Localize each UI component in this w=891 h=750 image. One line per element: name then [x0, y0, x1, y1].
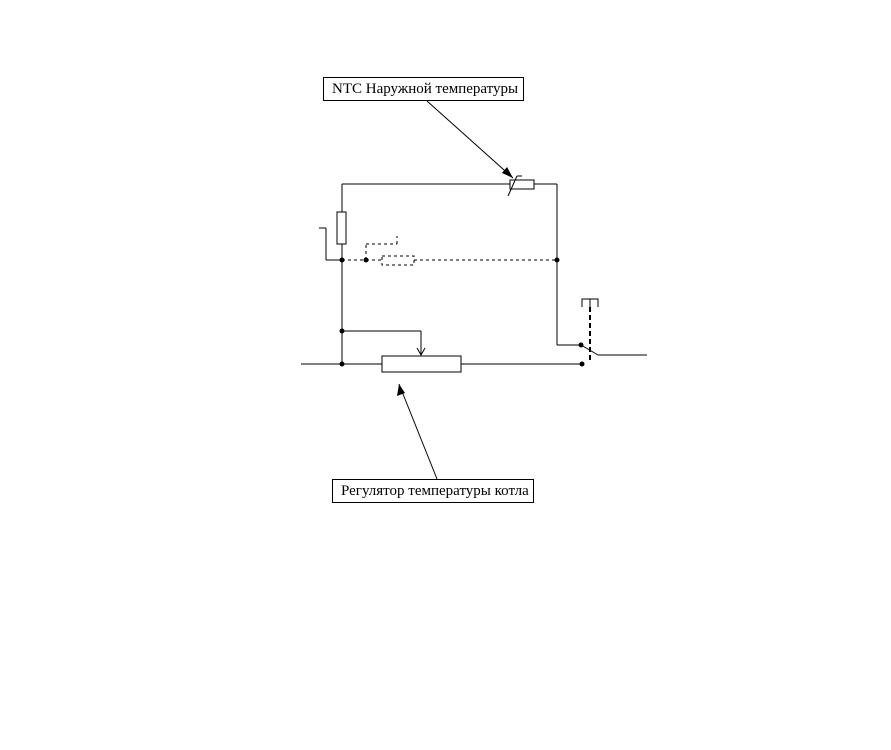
- boiler-leader-arrowhead: [397, 384, 405, 396]
- optional-resistor: [381, 255, 415, 266]
- junction-dot: [339, 361, 345, 367]
- junction-dot: [339, 328, 345, 334]
- ntc-sensor-label: NTC Наружной температуры: [323, 77, 524, 101]
- boiler-leader: [398, 383, 438, 480]
- junction-dot: [339, 257, 345, 263]
- junction-dot: [363, 257, 369, 263]
- junction-dot: [554, 257, 560, 263]
- ntc-resistor: [509, 179, 535, 190]
- junction-dot: [579, 361, 585, 367]
- wiper-arrow: [416, 347, 426, 357]
- potentiometer: [381, 355, 462, 373]
- ntc-leader-arrowhead: [502, 167, 513, 178]
- boiler-regulator-label: Регулятор температуры котла: [332, 479, 534, 503]
- ntc-leader: [426, 100, 514, 179]
- ntc-slash: [507, 175, 518, 197]
- left-resistor: [336, 211, 347, 245]
- switch-contact-dot: [578, 342, 584, 348]
